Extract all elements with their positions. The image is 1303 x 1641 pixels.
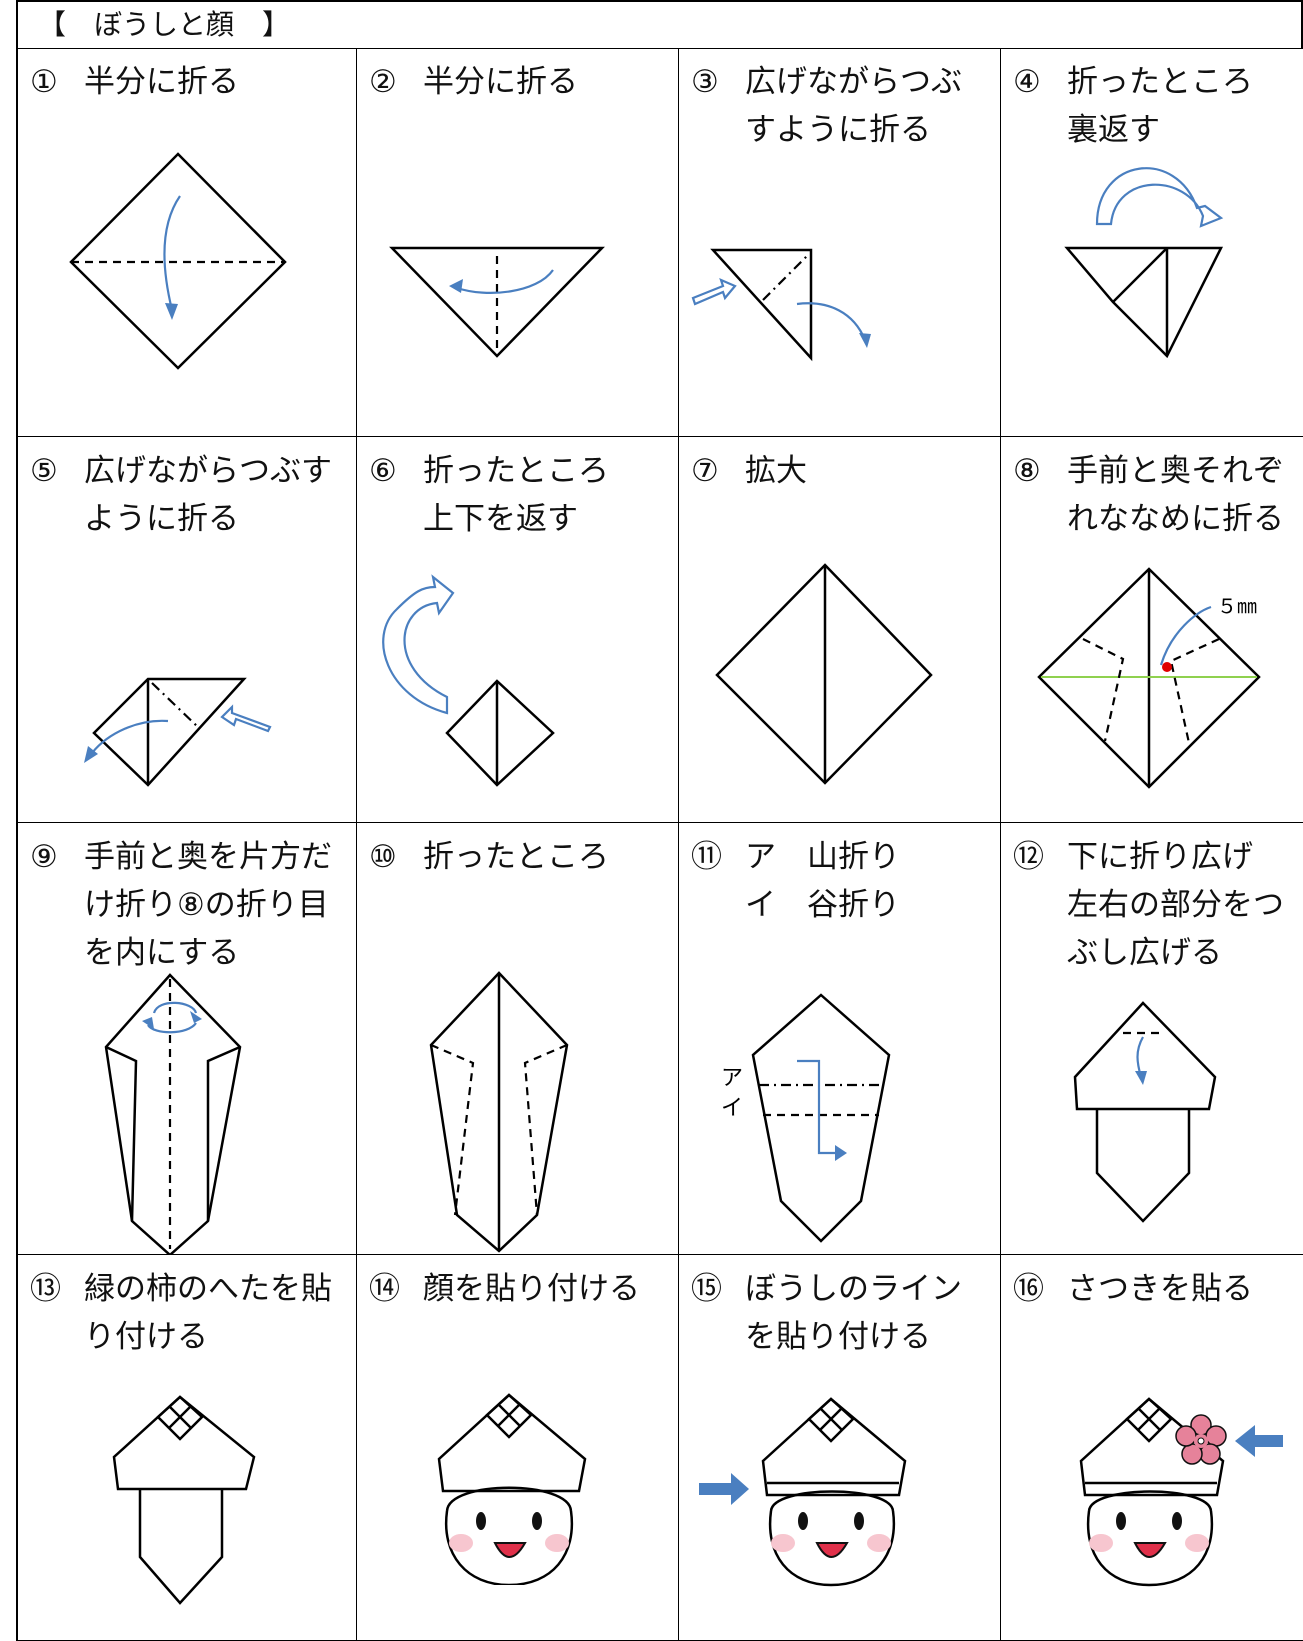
fold-diagram-5 [18,437,356,823]
fold-diagram-3 [679,48,1000,437]
fold-diagram-11: ア イ [679,823,1000,1255]
valley-fold-label: イ [721,1096,743,1121]
fold-diagram-7 [679,437,1000,823]
fold-diagram-2 [357,48,678,437]
fold-diagram-14 [357,1255,678,1641]
five-mm-label: ５㎜ [1217,594,1257,618]
fold-diagram-6 [357,437,678,823]
fold-diagram-13 [18,1255,356,1641]
fold-diagram-10 [357,823,678,1255]
fold-diagram-8: ５㎜ [1001,437,1303,823]
mountain-fold-label: ア [721,1066,743,1091]
page-title: 【 ぼうしと顔 】 [16,0,1303,49]
fold-diagram-15 [679,1255,1000,1641]
fold-diagram-4 [1001,48,1303,437]
fold-diagram-1 [18,48,356,437]
fold-diagram-9 [18,823,356,1255]
fold-diagram-12 [1001,823,1303,1255]
satsuki-flower-icon [1176,1415,1226,1464]
fold-diagram-16 [1001,1255,1303,1641]
